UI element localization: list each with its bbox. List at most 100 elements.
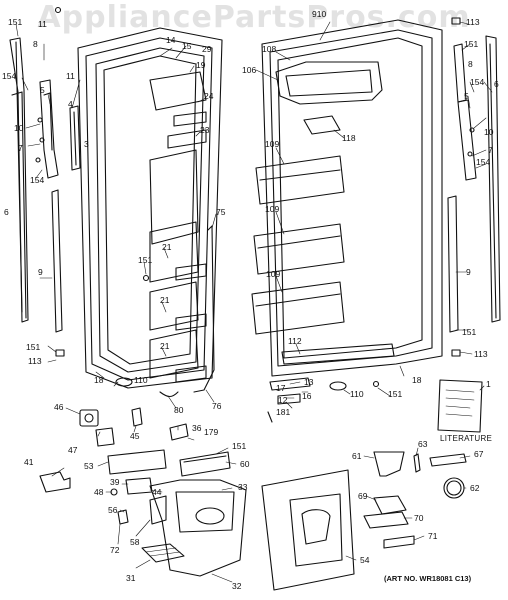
callout-12: 12 <box>278 395 288 405</box>
callout-33: 33 <box>238 482 248 492</box>
callout-72: 72 <box>110 545 120 555</box>
callout-108: 108 <box>262 44 277 54</box>
art-number: (ART NO. WR18081 C13) <box>384 574 472 583</box>
callout-18: 18 <box>412 375 422 385</box>
callout-58: 58 <box>130 537 140 547</box>
callout-154: 154 <box>30 175 45 185</box>
callout-151: 151 <box>8 17 23 27</box>
callout-113: 113 <box>28 356 42 366</box>
callout-910: 910 <box>312 9 327 19</box>
callout-8: 8 <box>33 39 38 49</box>
callout-11: 11 <box>66 71 75 81</box>
callout-154: 154 <box>476 157 491 167</box>
callout-9: 9 <box>38 267 43 277</box>
callout-15: 15 <box>182 41 192 51</box>
callout-151: 151 <box>26 342 41 352</box>
callout-14: 14 <box>166 35 176 45</box>
callout-67: 67 <box>474 449 484 459</box>
callout-106: 106 <box>242 65 257 75</box>
callout-48: 48 <box>94 487 104 497</box>
literature-label: LITERATURE <box>440 434 493 443</box>
callout-151: 151 <box>138 255 153 265</box>
callout-7: 7 <box>488 145 493 155</box>
callout-151: 151 <box>462 327 477 337</box>
callout-181: 181 <box>276 407 291 417</box>
callout-110: 110 <box>350 389 364 399</box>
callout-13: 13 <box>304 377 314 387</box>
freezer-door-handle <box>40 80 80 178</box>
callout-75: 75 <box>216 207 226 217</box>
callout-19: 19 <box>196 60 206 70</box>
callout-21: 21 <box>160 341 170 351</box>
callout-71: 71 <box>428 531 438 541</box>
callout-17: 17 <box>276 383 286 393</box>
callout-151: 151 <box>232 441 247 451</box>
callout-46: 46 <box>54 402 64 412</box>
callout-112: 112 <box>288 336 302 346</box>
callout-44: 44 <box>152 487 162 497</box>
callout-7: 7 <box>18 143 23 153</box>
callout-154: 154 <box>2 71 17 81</box>
callout-21: 21 <box>160 295 170 305</box>
callout-39: 39 <box>110 477 120 487</box>
callout-21: 21 <box>162 242 172 252</box>
callout-109: 109 <box>265 204 280 214</box>
callout-118: 118 <box>342 133 356 143</box>
callout-151: 151 <box>464 39 479 49</box>
callout-6: 6 <box>494 79 499 89</box>
callout-179: 179 <box>204 427 219 437</box>
callout-36: 36 <box>192 423 202 433</box>
callout-63: 63 <box>418 439 428 449</box>
callout-10: 10 <box>484 127 494 137</box>
callout-60: 60 <box>240 459 250 469</box>
dispenser-cover-and-parts <box>262 452 466 590</box>
callout-69: 69 <box>358 491 368 501</box>
callout-4: 4 <box>68 99 73 109</box>
callout-31: 31 <box>126 573 136 583</box>
callout-16: 16 <box>302 391 312 401</box>
callout-110: 110 <box>134 375 148 385</box>
fresh-food-door-trim-right <box>448 18 500 356</box>
callout-32: 32 <box>232 581 242 591</box>
callout-29: 29 <box>202 44 212 54</box>
callout-24: 24 <box>204 91 214 101</box>
callout-10: 10 <box>14 123 24 133</box>
callout-18: 18 <box>94 375 104 385</box>
callout-11: 11 <box>38 19 47 29</box>
callout-1: 1 <box>486 379 491 389</box>
watermark: AppliancePartsPros.com <box>37 0 471 35</box>
callout-6: 6 <box>4 207 9 217</box>
callout-154: 154 <box>470 77 485 87</box>
callout-62: 62 <box>470 483 480 493</box>
callout-109: 109 <box>266 269 281 279</box>
callout-54: 54 <box>360 555 370 565</box>
small-screws-left <box>36 8 64 357</box>
freezer-door-trim-left <box>10 38 28 322</box>
callout-9: 9 <box>466 267 471 277</box>
callout-113: 113 <box>466 17 480 27</box>
callout-5: 5 <box>464 91 469 101</box>
callout-41: 41 <box>24 457 34 467</box>
leader-lines <box>16 22 492 582</box>
callout-61: 61 <box>352 451 362 461</box>
callout-56: 56 <box>108 505 118 515</box>
callout-80: 80 <box>174 405 184 415</box>
freezer-door <box>78 28 222 397</box>
callout-113: 113 <box>474 349 488 359</box>
callout-47: 47 <box>68 445 78 455</box>
literature-booklet <box>438 380 482 432</box>
callout-45: 45 <box>130 431 140 441</box>
callout-8: 8 <box>468 59 473 69</box>
callout-109: 109 <box>265 139 280 149</box>
callout-76: 76 <box>212 401 222 411</box>
dispenser-components <box>40 408 246 576</box>
fresh-food-door <box>252 20 442 422</box>
callout-70: 70 <box>414 513 424 523</box>
callout-5: 5 <box>40 85 45 95</box>
callout-53: 53 <box>84 461 94 471</box>
freezer-door-gasket-strip <box>52 190 62 332</box>
callout-23: 23 <box>200 125 210 135</box>
callout-151: 151 <box>388 389 403 399</box>
